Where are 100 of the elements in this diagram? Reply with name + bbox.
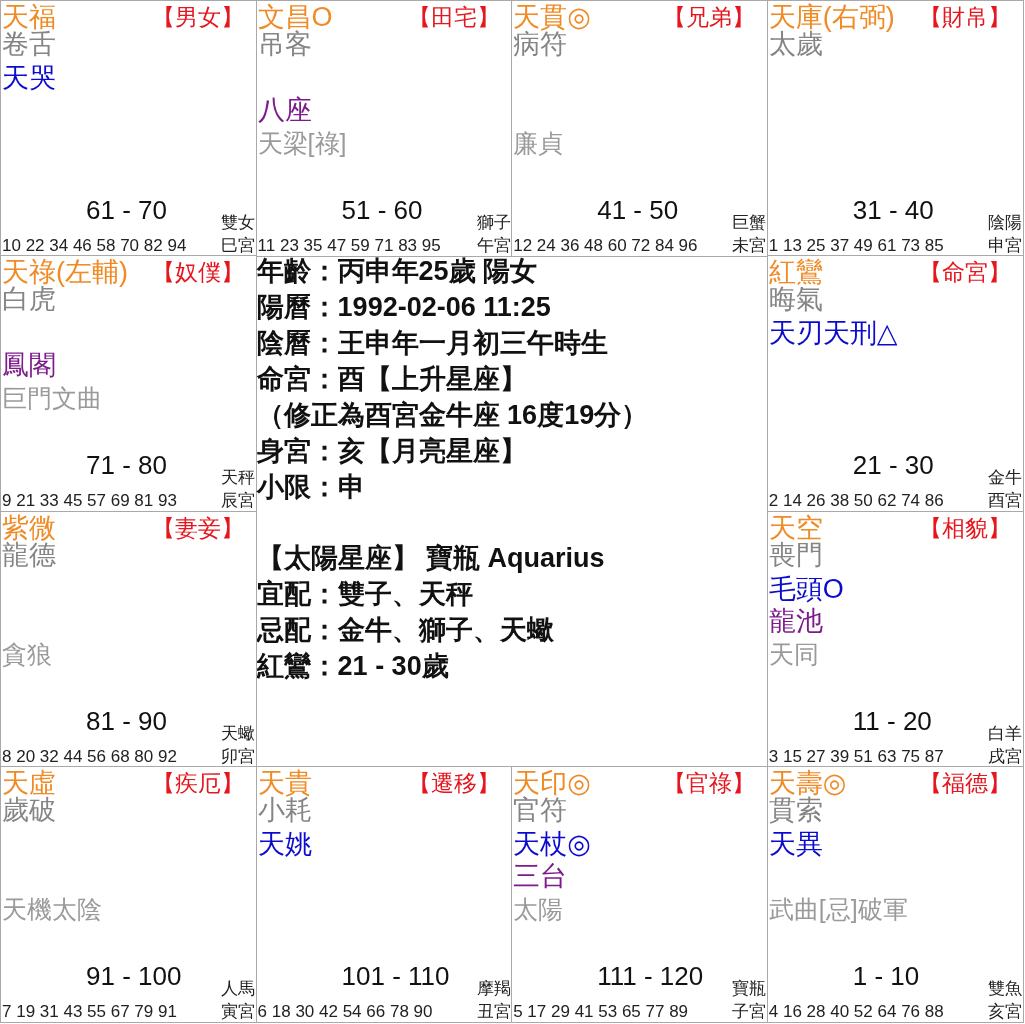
major-star-name: 太陽 — [513, 895, 564, 924]
age-range: 91 - 100 — [86, 961, 182, 991]
age-range: 101 - 110 — [341, 961, 450, 991]
palace-cell — [766, 255, 1024, 513]
auxiliary-star-name: 天哭 — [2, 64, 56, 94]
palace-name: 【官祿】 — [663, 770, 756, 797]
palace-cell — [255, 765, 513, 1023]
auxiliary-star-name: 八座 — [257, 96, 312, 126]
branch-label: 亥宮 — [987, 1002, 1022, 1022]
age-range: 31 - 40 — [852, 196, 934, 225]
year-list: 10 22 34 46 58 70 82 94 — [2, 237, 187, 256]
zodiac-sign: 天秤 — [221, 469, 256, 488]
year-list: 2 14 26 38 50 62 74 86 — [768, 492, 944, 511]
palace-cell — [511, 0, 769, 257]
branch-label: 辰宮 — [221, 492, 256, 511]
branch-label: 巳宮 — [221, 237, 256, 256]
minor-star-name: 白虎 — [2, 285, 56, 315]
palace-name: 【命宮】 — [918, 260, 1011, 286]
major-star-name: 廉貞 — [513, 130, 564, 158]
year-list: 8 20 32 44 56 68 80 92 — [2, 747, 177, 767]
main-star-name: 紫微 — [2, 513, 56, 543]
branch-label: 子宮 — [732, 1002, 767, 1022]
info-text: （修正為酉宮金牛座 16度19分） — [256, 400, 649, 431]
zodiac-sign: 雙女 — [221, 214, 256, 233]
palace-name: 【福德】 — [918, 770, 1011, 797]
palace-cell — [766, 765, 1024, 1023]
palace-name: 【兄弟】 — [663, 5, 756, 31]
info-text: 忌配：金牛、獅子、天蠍 — [256, 616, 554, 646]
info-text: 【太陽星座】 寶瓶 Aquarius — [256, 544, 605, 575]
main-star-name: 天福 — [2, 3, 56, 32]
auxiliary-star-name: 毛頭O — [768, 574, 844, 605]
palace-cell — [0, 255, 258, 513]
palace-cell — [511, 765, 769, 1023]
branch-label: 申宮 — [987, 237, 1022, 256]
zodiac-sign: 天蠍 — [221, 724, 256, 744]
minor-star-name: 吊客 — [257, 30, 312, 60]
year-list: 9 21 33 45 57 69 81 93 — [2, 492, 177, 511]
year-list: 6 18 30 42 54 66 78 90 — [257, 1002, 433, 1022]
major-star-name: 天機太陰 — [2, 895, 102, 924]
palace-name: 【遷移】 — [407, 770, 500, 797]
palace-cell — [0, 765, 258, 1023]
info-text: 小限：申 — [256, 472, 365, 503]
zodiac-sign: 巨蟹 — [732, 214, 767, 233]
info-text: 命宮：酉【上升星座】 — [256, 365, 527, 395]
palace-name: 【妻妾】 — [152, 515, 245, 541]
palace-name: 【奴僕】 — [152, 260, 245, 286]
palace-name: 【相貌】 — [918, 515, 1011, 541]
year-list: 1 13 25 37 49 61 73 85 — [768, 237, 944, 256]
auxiliary-star-name: 天異 — [768, 829, 823, 860]
minor-star-name: 歲破 — [2, 795, 56, 826]
branch-label: 丑宮 — [476, 1002, 511, 1022]
auxiliary-star-name: 龍池 — [768, 606, 823, 637]
zodiac-sign: 雙魚 — [987, 979, 1022, 999]
info-text: 年齡：丙申年25歲 陽女 — [256, 257, 538, 287]
zodiac-sign: 寶瓶 — [732, 979, 767, 999]
info-text: 身宮：亥【月亮星座】 — [256, 436, 527, 467]
minor-star-name: 喪門 — [768, 540, 823, 571]
major-star-name: 天梁[祿] — [257, 130, 347, 158]
info-text: 紅鸞：21 - 30歲 — [256, 652, 449, 682]
info-text: 陽曆：1992-02-06 11:25 — [256, 293, 551, 323]
main-star-name: 天庫(右弼) — [768, 3, 895, 32]
year-list: 7 19 31 43 55 67 79 91 — [2, 1002, 177, 1022]
main-star-name: 天虛 — [2, 768, 56, 798]
year-list: 4 16 28 40 52 64 76 88 — [768, 1002, 944, 1022]
info-text: 陰曆：王申年一月初三午時生 — [256, 329, 608, 359]
auxiliary-star-name: 天刃天刑△ — [768, 319, 898, 349]
zodiac-sign: 摩羯 — [476, 979, 511, 999]
branch-label: 午宮 — [476, 237, 511, 256]
minor-star-name: 官符 — [513, 795, 568, 826]
minor-star-name: 病符 — [513, 30, 568, 60]
auxiliary-star-name: 天杖◎ — [513, 829, 591, 860]
palace-cell — [766, 0, 1024, 257]
zodiac-sign: 金牛 — [987, 469, 1022, 488]
minor-star-name: 晦氣 — [768, 285, 823, 315]
year-list: 12 24 36 48 60 72 84 96 — [513, 237, 698, 256]
age-range: 1 - 10 — [852, 961, 920, 991]
age-range: 11 - 20 — [852, 706, 932, 736]
branch-label: 寅宮 — [221, 1002, 256, 1022]
zodiac-sign: 人馬 — [221, 979, 256, 999]
age-range: 81 - 90 — [86, 706, 167, 736]
palace-cell — [0, 0, 258, 257]
palace-cell — [0, 510, 258, 768]
zodiac-sign: 獅子 — [476, 214, 511, 233]
age-range: 111 - 120 — [597, 961, 704, 991]
major-star-name: 貪狼 — [2, 640, 52, 669]
zodiac-sign: 陰陽 — [987, 214, 1022, 233]
minor-star-name: 太歲 — [768, 30, 823, 60]
palace-name: 【男女】 — [152, 5, 245, 31]
info-text: 宜配：雙子、天秤 — [256, 580, 473, 611]
zodiac-sign: 白羊 — [987, 724, 1022, 744]
auxiliary-star-name: 鳳閣 — [2, 351, 56, 381]
branch-label: 未宮 — [732, 237, 767, 256]
minor-star-name: 卷舌 — [2, 30, 56, 60]
auxiliary-star-name: 三台 — [513, 861, 568, 892]
major-star-name: 天同 — [768, 640, 819, 669]
palace-name: 【財帛】 — [918, 5, 1011, 31]
branch-label: 卯宮 — [221, 747, 256, 767]
major-star-name: 巨門文曲 — [2, 385, 102, 413]
main-star-name: 天空 — [768, 513, 823, 543]
major-star-name: 武曲[忌]破軍 — [768, 895, 908, 924]
